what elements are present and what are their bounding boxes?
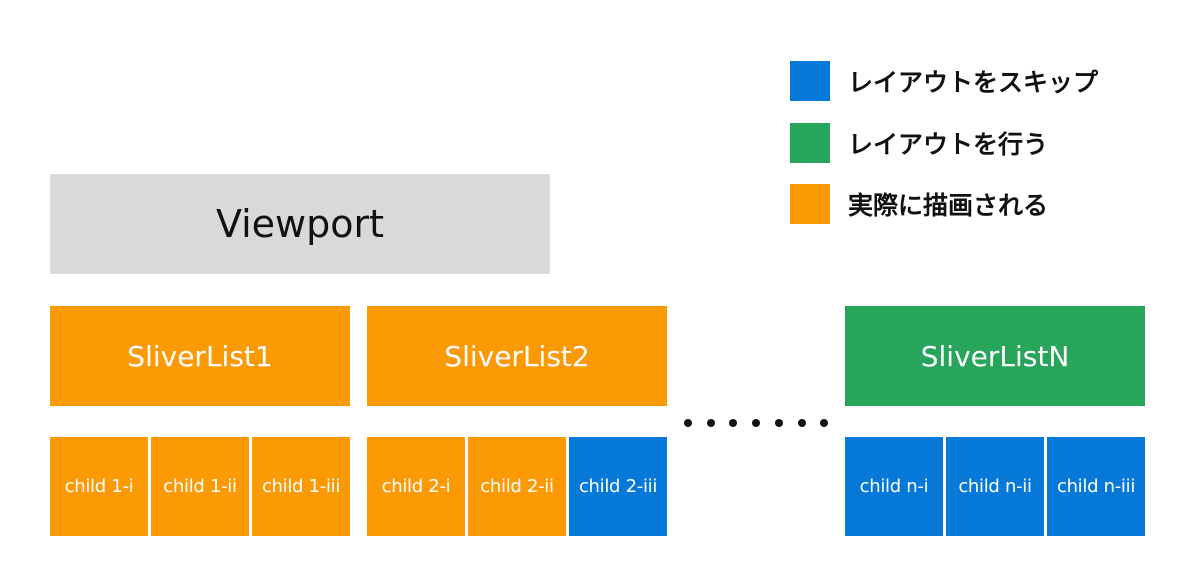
ellipsis-dot [684, 419, 692, 427]
sliver-list-n: SliverListN [845, 306, 1145, 406]
legend-swatch-blue [790, 61, 830, 101]
legend-item-skip-layout: レイアウトをスキップ [790, 61, 1098, 101]
ellipsis-dot [706, 419, 715, 427]
child-2-i: child 2-i [367, 437, 465, 536]
ellipsis-dot [820, 419, 829, 427]
ellipsis-dot [774, 419, 783, 427]
viewport-box: Viewport [50, 174, 550, 274]
child-1-ii: child 1-ii [151, 437, 249, 536]
legend-label: レイアウトを行う [848, 130, 1049, 159]
legend-label: レイアウトをスキップ [848, 68, 1099, 97]
ellipsis-dot [729, 419, 738, 427]
ellipsis-dot [797, 419, 806, 427]
legend-swatch-orange [790, 184, 830, 224]
legend-swatch-green [790, 123, 830, 163]
child-n-ii: child n-ii [946, 437, 1044, 536]
legend-label: 実際に描画される [848, 191, 1049, 220]
sliver-list-1: SliverList1 [50, 306, 350, 406]
child-1-iii: child 1-iii [252, 437, 350, 536]
legend-item-painted: 実際に描画される [790, 184, 1048, 224]
ellipsis-dots [680, 416, 840, 432]
child-2-iii: child 2-iii [569, 437, 667, 536]
child-n-iii: child n-iii [1047, 437, 1145, 536]
sliver-list-2: SliverList2 [367, 306, 667, 406]
legend-item-do-layout: レイアウトを行う [790, 123, 1048, 163]
ellipsis-dot [752, 419, 761, 427]
child-1-i: child 1-i [50, 437, 148, 536]
child-n-i: child n-i [845, 437, 943, 536]
child-2-ii: child 2-ii [468, 437, 566, 536]
